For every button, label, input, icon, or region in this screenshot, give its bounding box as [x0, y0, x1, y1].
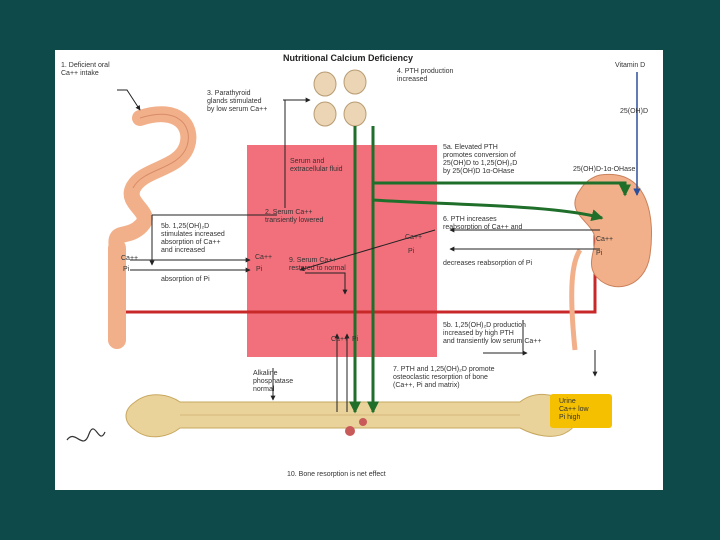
- label-deficient-intake: 1. Deficient oral Ca++ intake: [61, 62, 110, 77]
- label-elevated-pth: 5a. Elevated PTH promotes conversion of …: [443, 144, 518, 175]
- diagram-artwork: [66, 69, 653, 442]
- diagram-title: Nutritional Calcium Deficiency: [283, 53, 414, 63]
- label-pi-kidney-2: Pi: [596, 250, 603, 257]
- parathyroid-glands: [313, 69, 367, 127]
- label-ca-gut: Ca++: [121, 255, 139, 262]
- label-pi-gut: Pi: [123, 266, 130, 273]
- kidney: [569, 173, 653, 351]
- label-osteoclastic-resorption: 7. PTH and 1,25(OH)₂D promote osteoclast…: [393, 366, 495, 389]
- artist-signature: [66, 428, 106, 442]
- label-serum-fluid: Serum and extracellular fluid: [290, 158, 343, 173]
- label-ohase: 25(OH)D-1α-OHase: [573, 166, 636, 173]
- label-urine: Urine Ca++ low Pi high: [559, 398, 589, 421]
- diagram-panel: Nutritional Calcium Deficiency 1. Defici…: [55, 50, 663, 490]
- label-pi-serum: Pi: [256, 266, 263, 273]
- label-absorption-pi: absorption of Pi: [161, 276, 210, 283]
- urine-box: [550, 394, 612, 428]
- pth-arrows: [349, 126, 631, 414]
- label-ca-serum: Ca++: [255, 254, 273, 261]
- label-pth-reabsorption: 6. PTH increases reabsorption of Ca++ an…: [443, 216, 523, 231]
- label-production-increased: 5b. 1,25(OH)₂D production increased by h…: [443, 322, 542, 345]
- serum-box: [247, 145, 437, 357]
- stomach-intestine: [108, 106, 197, 349]
- label-ca-kidney-1: Ca++: [405, 234, 423, 241]
- label-25ohd: 25(OH)D: [620, 108, 649, 115]
- bone: [125, 394, 578, 438]
- label-decreases-reabsorption: decreases reabsorption of Pi: [443, 260, 533, 267]
- label-parathyroid: 3. Parathyroid glands stimulated by low …: [207, 90, 268, 113]
- label-bone-resorption: 10. Bone resorption is net effect: [287, 471, 386, 478]
- label-stimulates-absorption: 5b. 1,25(OH)₂D stimulates increased abso…: [161, 223, 225, 254]
- label-ca-pi-release: Ca++ Pi: [331, 336, 359, 343]
- label-alkaline-phosphatase: Alkaline phosphatase normal: [253, 370, 294, 393]
- label-pi-kidney-1: Pi: [408, 248, 415, 255]
- label-vitamin-d: Vitamin D: [615, 62, 646, 69]
- label-serum-lowered: 2. Serum Ca++ transiently lowered: [265, 209, 324, 224]
- label-serum-restored: 9. Serum Ca++ restored to normal: [289, 257, 346, 272]
- flow-arrows: [117, 89, 600, 412]
- label-pth-production: 4. PTH production increased: [397, 68, 454, 83]
- label-ca-kidney-2: Ca++: [596, 236, 614, 243]
